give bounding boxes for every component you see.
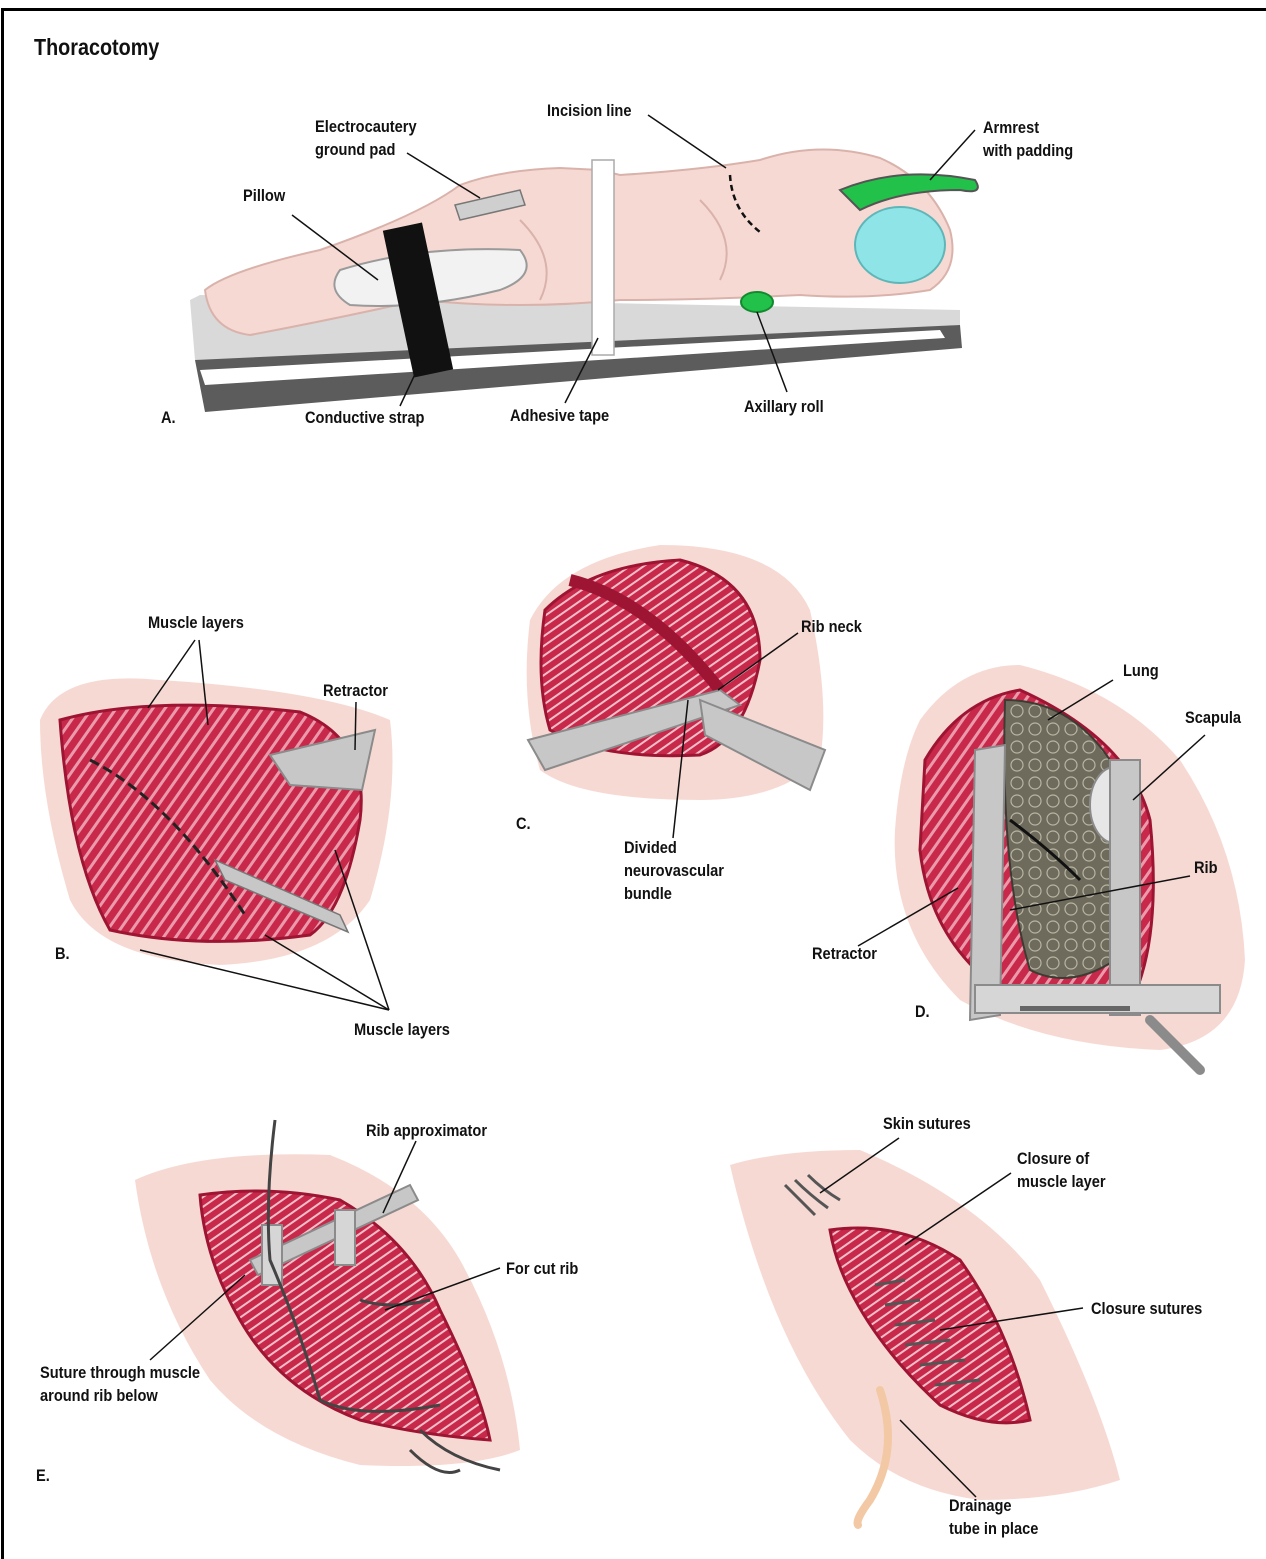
panel-e-letter: E. <box>36 1464 50 1487</box>
adhesive-tape <box>592 160 614 355</box>
label-adhesive-tape: Adhesive tape <box>510 404 609 427</box>
label-lung: Lung <box>1123 659 1159 682</box>
label-closure-muscle: Closure of muscle layer <box>1017 1147 1106 1193</box>
label-for-cut-rib: For cut rib <box>506 1257 578 1280</box>
arm-pad <box>855 207 945 283</box>
label-conductive-strap: Conductive strap <box>305 406 424 429</box>
label-armrest: Armrest with padding <box>983 116 1073 162</box>
label-axillary-roll: Axillary roll <box>744 395 824 418</box>
label-retractor-d: Retractor <box>812 942 877 965</box>
panel-b-letter: B. <box>55 942 70 965</box>
label-muscle-layers-bottom: Muscle layers <box>354 1018 450 1041</box>
label-retractor-b: Retractor <box>323 679 388 702</box>
label-muscle-layers-top: Muscle layers <box>148 611 244 634</box>
label-rib-approximator: Rib approximator <box>366 1119 487 1142</box>
figure-title: Thoracotomy <box>34 34 159 60</box>
label-drainage-tube: Drainage tube in place <box>949 1494 1038 1540</box>
label-skin-sutures: Skin sutures <box>883 1112 971 1135</box>
axillary-roll <box>741 292 773 312</box>
label-divided-bundle: Divided neurovascular bundle <box>624 836 724 905</box>
panel-a-art <box>190 115 978 412</box>
label-suture-muscle: Suture through muscle around rib below <box>40 1361 200 1407</box>
label-incision-line: Incision line <box>547 99 631 122</box>
label-pillow: Pillow <box>243 184 285 207</box>
panel-c-art <box>527 545 825 838</box>
label-closure-sutures: Closure sutures <box>1091 1297 1202 1320</box>
panel-d-letter: D. <box>915 1000 930 1023</box>
label-rib-neck: Rib neck <box>801 615 862 638</box>
label-scapula: Scapula <box>1185 706 1241 729</box>
panel-c-letter: C. <box>516 812 531 835</box>
panel-e-art <box>135 1120 1120 1525</box>
label-rib: Rib <box>1194 856 1218 879</box>
panel-a-letter: A. <box>161 406 176 429</box>
label-ground-pad: Electrocautery ground pad <box>315 115 417 161</box>
